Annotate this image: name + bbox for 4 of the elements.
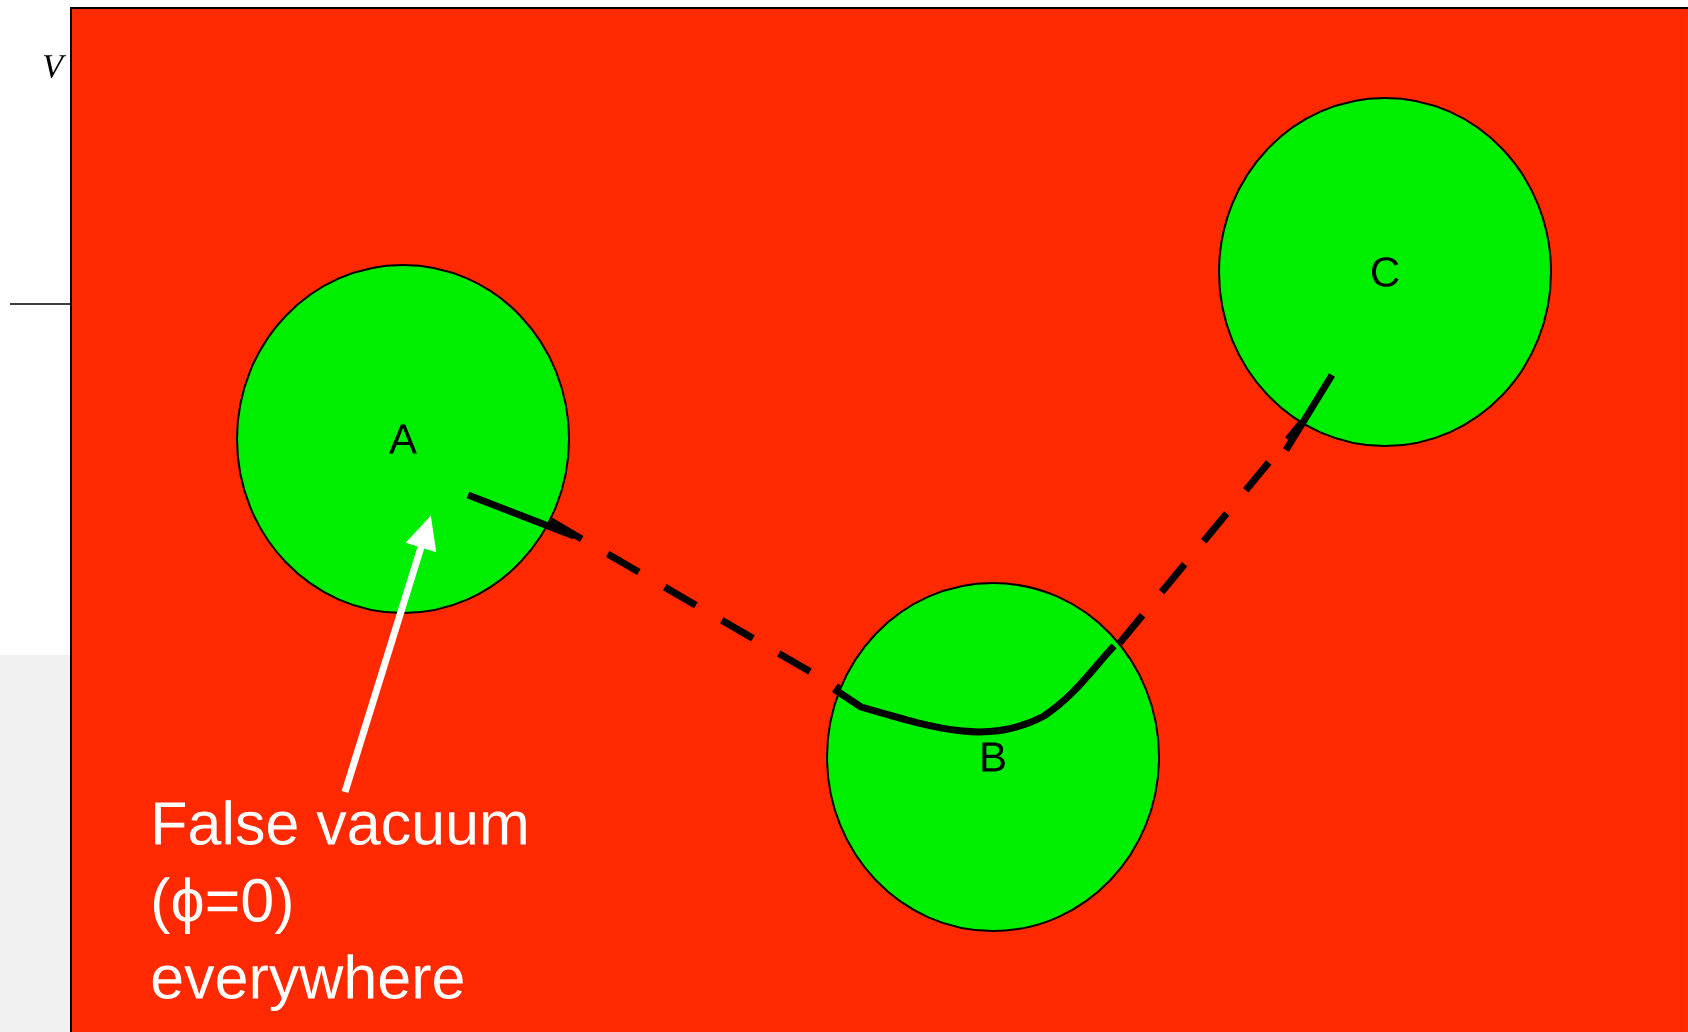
annotation-text: False vacuum (ϕ=0) everywhere — [152, 800, 526, 1012]
path-line — [466, 491, 1117, 736]
path-line — [1116, 373, 1335, 646]
axis-label: V — [44, 55, 67, 78]
